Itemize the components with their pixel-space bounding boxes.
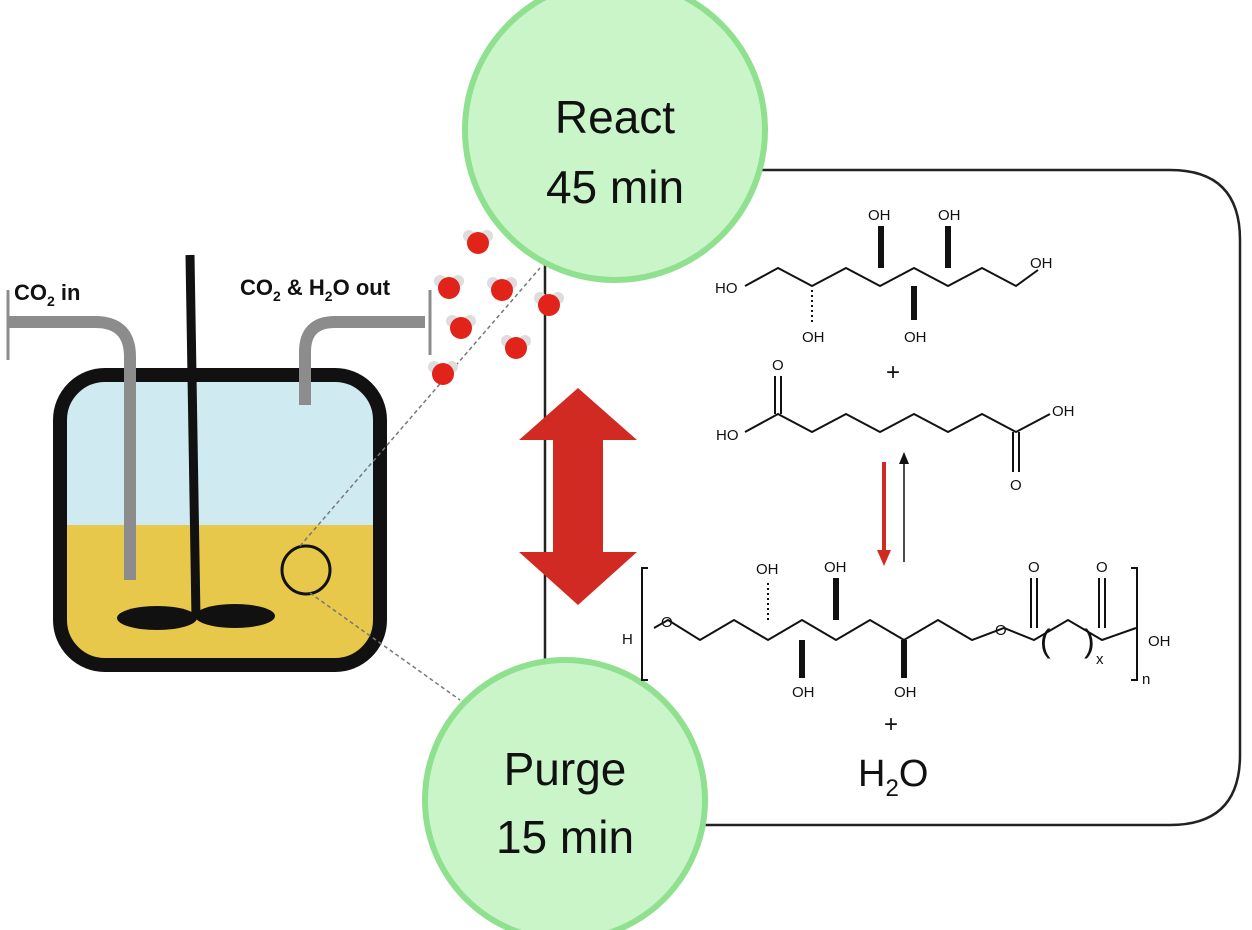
poly-o-ether-1: O bbox=[661, 614, 673, 631]
adipic-oh: OH bbox=[1052, 403, 1075, 420]
adipic-acid-structure: O HO OH O bbox=[716, 357, 1075, 494]
purge-label: Purge bbox=[504, 743, 627, 795]
poly-h: H bbox=[622, 631, 633, 648]
zoom-line-top bbox=[299, 267, 541, 547]
plus-sign-1: + bbox=[886, 359, 900, 386]
poly-oh-3: OH bbox=[792, 684, 815, 701]
adipic-o-2: O bbox=[1010, 477, 1022, 494]
poly-o-carbonyl-1: O bbox=[1028, 559, 1040, 576]
poly-o-ether-2: O bbox=[995, 622, 1007, 639]
sorbitol-structure: OH OH OH HO OH OH bbox=[715, 207, 1053, 346]
sorbitol-oh-4: OH bbox=[802, 329, 825, 346]
equilibrium-arrows bbox=[877, 452, 909, 566]
poly-o-carbonyl-2: O bbox=[1096, 559, 1108, 576]
poly-oh-4: OH bbox=[894, 684, 917, 701]
poly-oh-2: OH bbox=[824, 559, 847, 576]
sorbitol-oh-2: OH bbox=[938, 207, 961, 224]
water-molecules bbox=[428, 230, 564, 385]
subscript-x: x bbox=[1096, 651, 1104, 668]
poly-oh-1: OH bbox=[756, 561, 779, 578]
adipic-ho: HO bbox=[716, 427, 739, 444]
cycle-double-arrow bbox=[519, 388, 637, 605]
poly-oh-end: OH bbox=[1148, 633, 1171, 650]
water-formula: H2O bbox=[858, 753, 928, 802]
zoom-circle bbox=[280, 544, 332, 596]
react-label: React bbox=[555, 91, 675, 143]
plus-sign-2: + bbox=[884, 711, 898, 738]
polyester-structure: H O OH OH OH OH O O O OH ( ) x n bbox=[622, 559, 1171, 701]
purge-step: Purge 15 min bbox=[422, 657, 708, 930]
subscript-n: n bbox=[1142, 671, 1150, 688]
cycle-loop bbox=[690, 168, 1242, 827]
purge-duration: 15 min bbox=[496, 811, 634, 863]
sorbitol-oh-3: OH bbox=[1030, 255, 1053, 272]
paren-open: ( bbox=[1040, 623, 1051, 659]
co2-h2o-out-label: CO2 & H2O out bbox=[240, 275, 391, 304]
sorbitol-oh-5: OH bbox=[904, 329, 927, 346]
zoom-line-bottom bbox=[309, 592, 461, 701]
adipic-o-1: O bbox=[772, 357, 784, 374]
stirrer bbox=[117, 254, 275, 630]
paren-close: ) bbox=[1084, 623, 1095, 659]
co2-in-label: CO2 in bbox=[14, 280, 80, 309]
co2-in-tube bbox=[8, 316, 136, 580]
react-step: React 45 min bbox=[462, 0, 768, 283]
sorbitol-ho: HO bbox=[715, 280, 738, 297]
sorbitol-oh-1: OH bbox=[868, 207, 891, 224]
react-duration: 45 min bbox=[546, 161, 684, 213]
co2-out-tube bbox=[299, 316, 425, 405]
